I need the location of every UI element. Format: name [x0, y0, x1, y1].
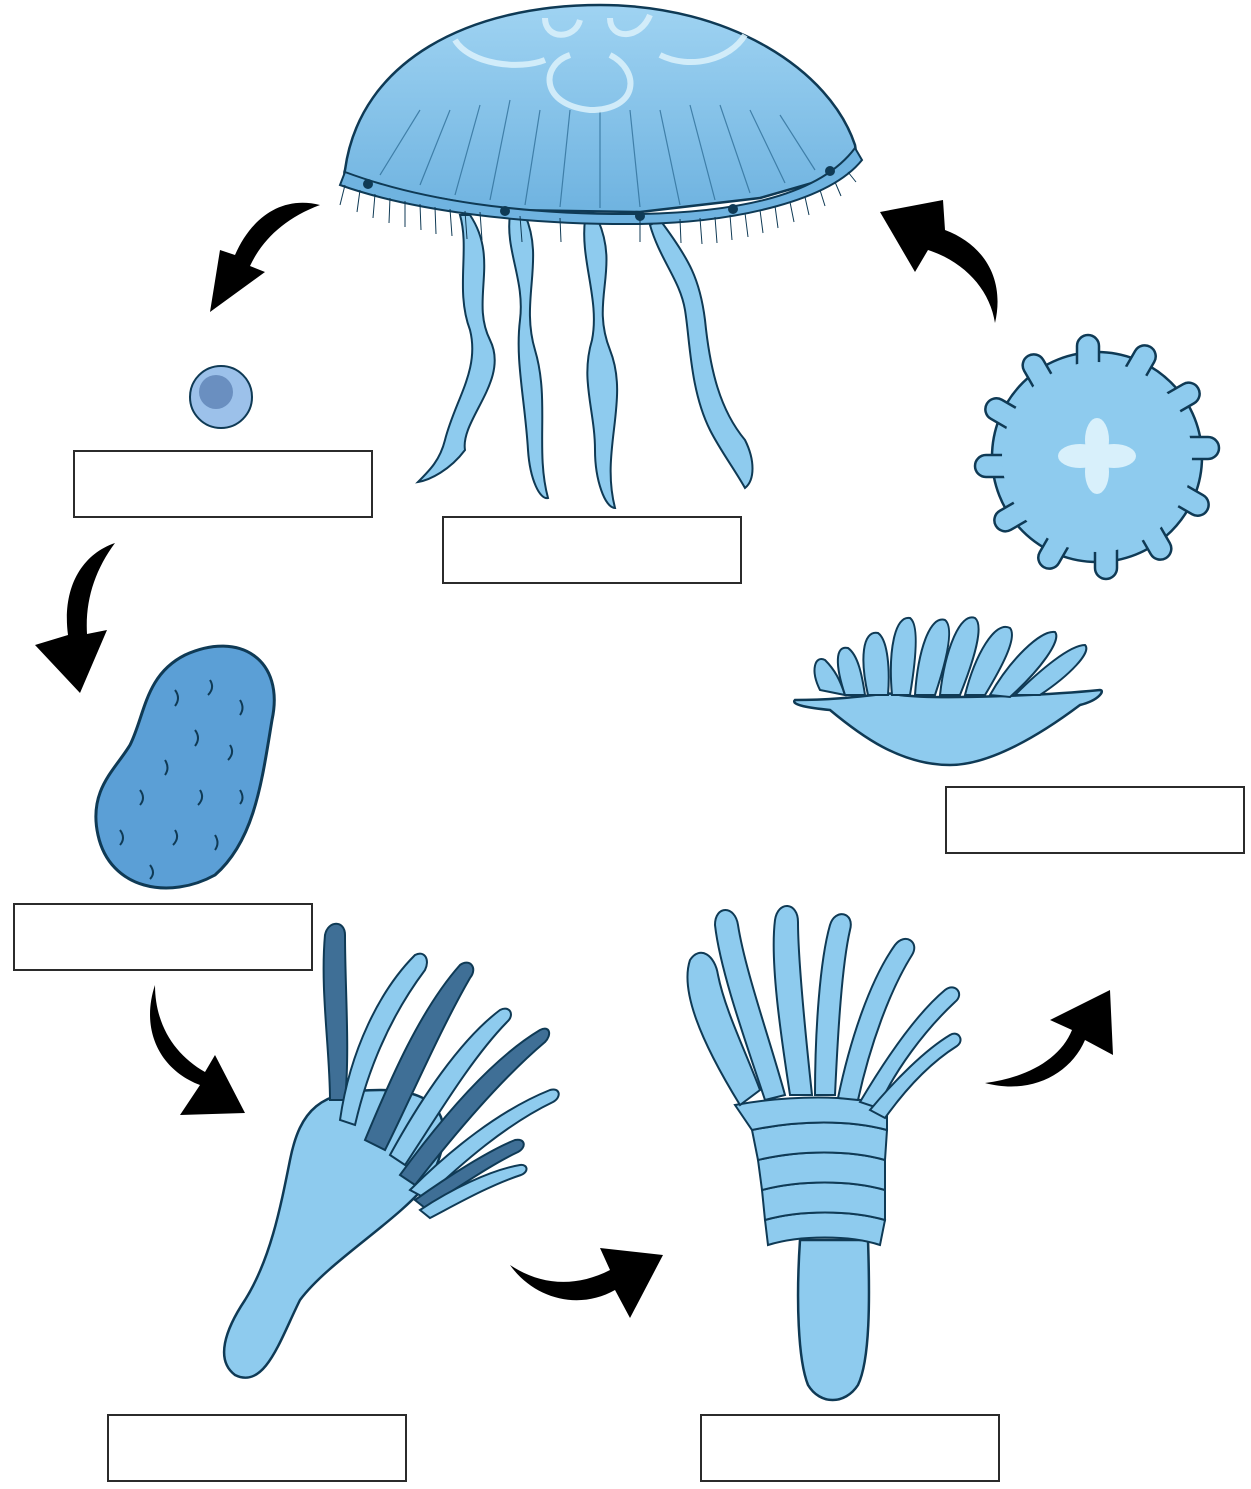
arrow-ephyra-to-adult: [880, 200, 998, 323]
arrow-adult-to-egg: [210, 203, 320, 312]
polyp-illustration: [224, 924, 559, 1378]
egg-illustration: [190, 366, 252, 428]
strobila-illustration: [687, 906, 960, 1400]
label-box-planula[interactable]: [13, 903, 313, 971]
label-box-ephyra[interactable]: [945, 786, 1245, 854]
arrow-egg-to-planula: [35, 543, 115, 693]
planula-illustration: [96, 646, 274, 888]
adult-medusa-illustration: [340, 5, 862, 508]
arrow-planula-to-polyp: [150, 985, 245, 1115]
ephyra-side-illustration: [794, 617, 1102, 765]
label-box-strobila[interactable]: [700, 1414, 1000, 1482]
arrow-strobila-to-ephyra: [985, 990, 1113, 1086]
label-box-adult[interactable]: [442, 516, 742, 584]
label-box-polyp[interactable]: [107, 1414, 407, 1482]
label-box-egg[interactable]: [73, 450, 373, 518]
arrow-polyp-to-strobila: [510, 1248, 663, 1318]
ephyra-top-illustration: [975, 335, 1219, 579]
